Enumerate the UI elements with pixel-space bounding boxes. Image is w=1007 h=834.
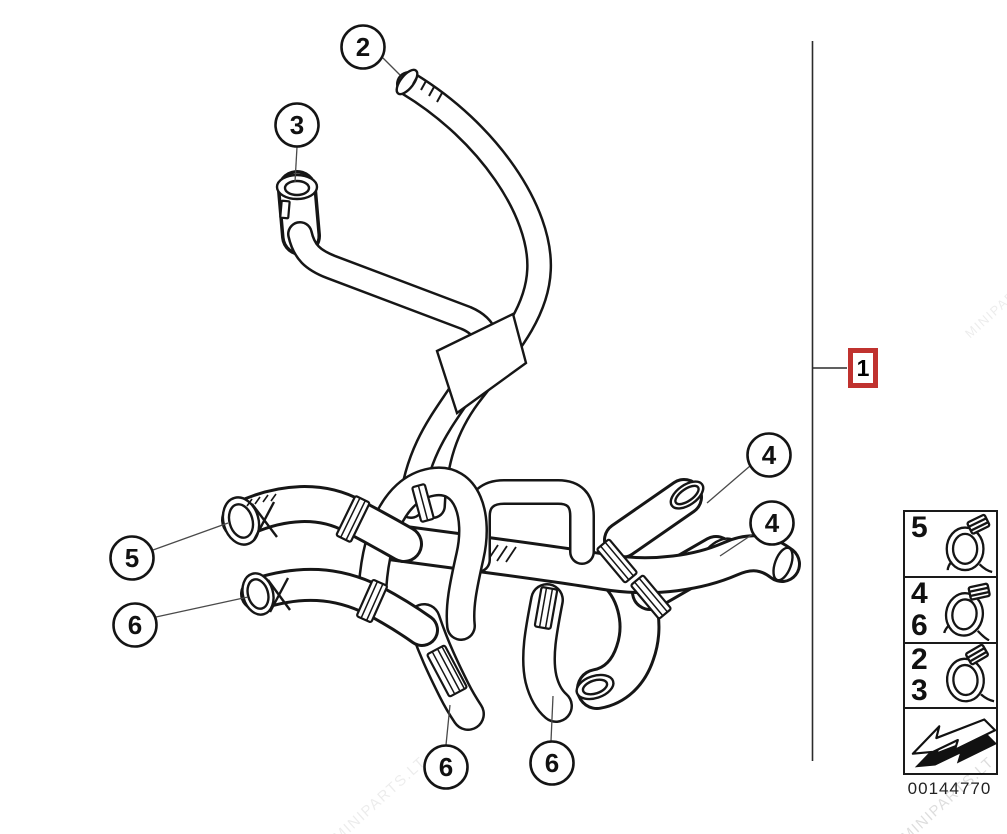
svg-text:4: 4 — [765, 508, 780, 538]
svg-text:6: 6 — [439, 752, 453, 782]
clamp-band — [596, 538, 638, 584]
part-number: 00144770 — [907, 779, 992, 798]
assembly-ref-label: 1 — [856, 354, 870, 381]
hose-2-end-cut — [395, 68, 443, 103]
hose-part-3 — [275, 170, 500, 519]
clamp-band — [335, 495, 371, 543]
x-brace — [267, 577, 291, 613]
callout-6-left[interactable]: 6 — [112, 602, 158, 648]
stub-hose-4-upper — [603, 478, 705, 559]
hose-sleeve — [435, 312, 528, 415]
clamp-band — [356, 579, 388, 623]
svg-text:5: 5 — [125, 543, 139, 573]
hose-clamp-icon — [945, 513, 993, 573]
clamp-band — [533, 586, 559, 630]
svg-text:6: 6 — [545, 748, 559, 778]
clamp-band — [411, 483, 435, 523]
hose-clamp-icon — [943, 582, 991, 641]
legend-label: 4 — [911, 576, 928, 610]
callout-5[interactable]: 5 — [109, 535, 155, 581]
pipe-bore — [283, 179, 311, 197]
callout-3[interactable]: 3 — [274, 102, 320, 148]
legend-label: 5 — [911, 511, 928, 544]
callout-4-lower[interactable]: 4 — [749, 500, 795, 546]
legend-row-clamp-2-3: 2 3 — [905, 642, 996, 710]
clamp-band — [426, 644, 468, 698]
legend-table: 5 4 6 — [903, 510, 998, 775]
svg-text:3: 3 — [290, 110, 304, 140]
legend-row-direction — [905, 709, 997, 773]
legend-label: 6 — [911, 608, 928, 642]
svg-text:6: 6 — [128, 610, 142, 640]
callout-4-upper[interactable]: 4 — [746, 432, 792, 478]
direction-arrow-icon — [911, 718, 997, 768]
hose-clamp-icon — [945, 644, 995, 703]
legend-label: 2 — [911, 642, 928, 676]
left-arm-hose-6 — [240, 567, 439, 647]
svg-text:4: 4 — [762, 440, 777, 470]
callout-6-bottom-left[interactable]: 6 — [423, 744, 469, 790]
pipe-notch — [279, 199, 291, 220]
assembly-ref-box[interactable]: 1 — [848, 348, 878, 388]
end-hatch-marks — [246, 493, 277, 507]
callout-2[interactable]: 2 — [340, 24, 386, 70]
left-arm-hose-5 — [221, 485, 423, 563]
legend-row-clamp-4-6: 4 6 — [905, 576, 996, 644]
legend-row-clamp-5: 5 — [905, 512, 996, 578]
x-brace — [251, 501, 278, 541]
legend-label: 3 — [911, 674, 928, 708]
assembly-bracket-line — [811, 41, 847, 761]
callout-leaders — [152, 57, 754, 746]
svg-text:2: 2 — [356, 32, 370, 62]
callout-6-bottom-right[interactable]: 6 — [529, 740, 575, 786]
clamp-band — [630, 574, 672, 620]
